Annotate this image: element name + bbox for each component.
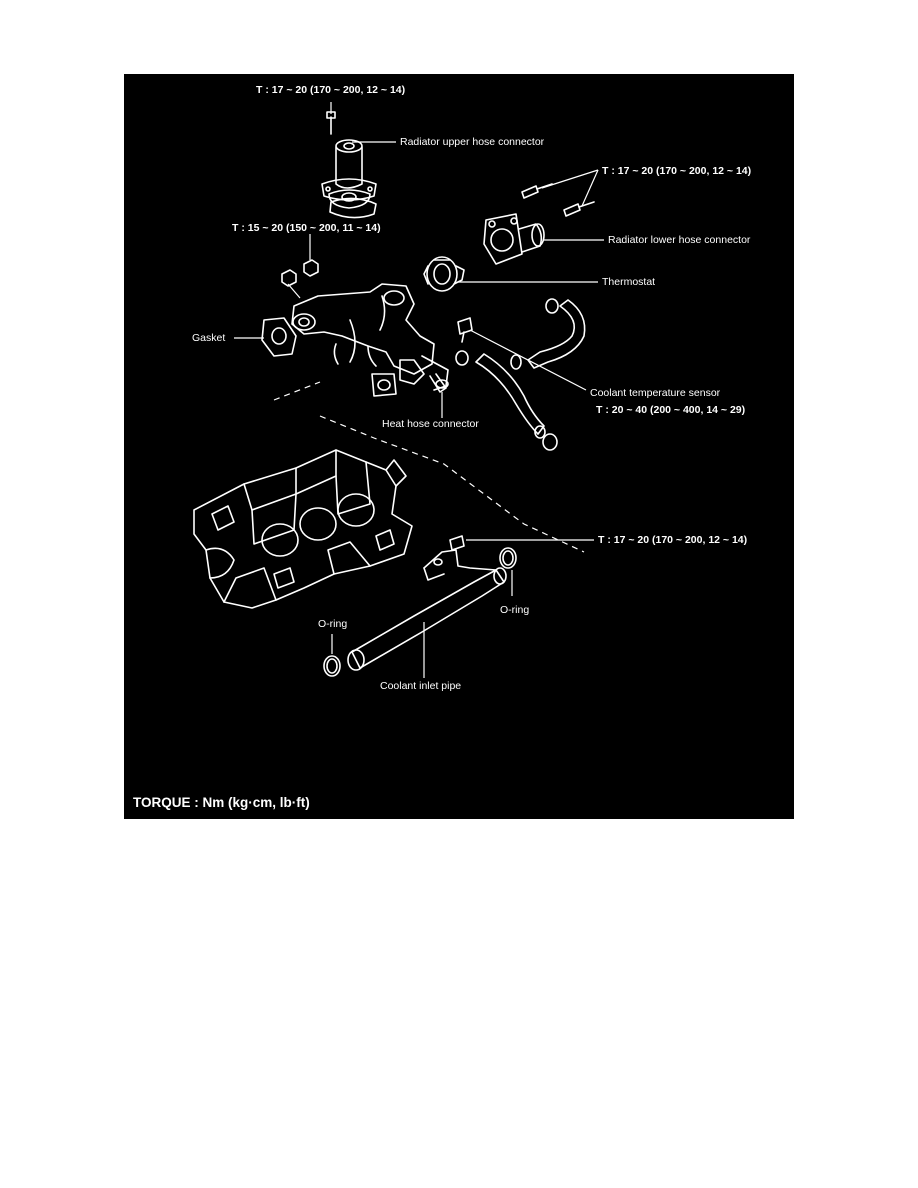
- torque-label-right-top: T : 17 ~ 20 (170 ~ 200, 12 ~ 14): [602, 165, 752, 177]
- coolant-inlet-pipe: [347, 549, 507, 671]
- manifold-gasket: [261, 317, 297, 357]
- hose-lower-right: [455, 350, 558, 451]
- label-radiator-lower-hose-connector: Radiator lower hose connector: [608, 234, 751, 246]
- torque-units-footer: TORQUE : Nm (kg·cm, lb·ft): [133, 795, 310, 810]
- hose-upper-right: [510, 298, 586, 370]
- coolant-temperature-sensor: [457, 317, 473, 343]
- torque-label-left: T : 15 ~ 20 (150 ~ 200, 11 ~ 14): [232, 222, 381, 234]
- label-o-ring-right: O-ring: [500, 604, 530, 616]
- inlet-bolt: [449, 535, 465, 551]
- upper-connector-gasket: [329, 197, 377, 219]
- torque-label-sensor: T : 20 ~ 40 (200 ~ 400, 14 ~ 29): [596, 404, 746, 416]
- radiator-lower-hose-connector: [483, 213, 545, 265]
- o-ring-right: [499, 547, 517, 569]
- label-coolant-inlet-pipe: Coolant inlet pipe: [380, 680, 462, 692]
- small-gasket: [371, 373, 397, 397]
- torque-label-inlet: T : 17 ~ 20 (170 ~ 200, 12 ~ 14): [598, 534, 748, 546]
- label-thermostat: Thermostat: [602, 276, 656, 288]
- radiator-upper-hose-connector: [321, 111, 377, 209]
- diagram-panel: T : 17 ~ 20 (170 ~ 200, 12 ~ 14) Radiato…: [124, 74, 794, 819]
- thermostat: [423, 256, 465, 292]
- nut-pair-left: [281, 259, 319, 287]
- torque-label-top: T : 17 ~ 20 (170 ~ 200, 12 ~ 14): [256, 84, 406, 96]
- label-o-ring-left: O-ring: [318, 618, 348, 630]
- exploded-view-drawing: [193, 102, 604, 678]
- label-gasket: Gasket: [192, 332, 226, 344]
- o-ring-left: [323, 655, 341, 677]
- bolt-pair-right-top: [521, 183, 595, 217]
- label-radiator-upper-hose-connector: Radiator upper hose connector: [400, 136, 545, 148]
- label-coolant-temperature-sensor: Coolant temperature sensor: [590, 387, 721, 399]
- label-heat-hose-connector: Heat hose connector: [382, 418, 479, 430]
- engine-block: [193, 449, 413, 609]
- heat-hose-connector: [429, 373, 447, 393]
- water-outlet-manifold: [291, 283, 449, 391]
